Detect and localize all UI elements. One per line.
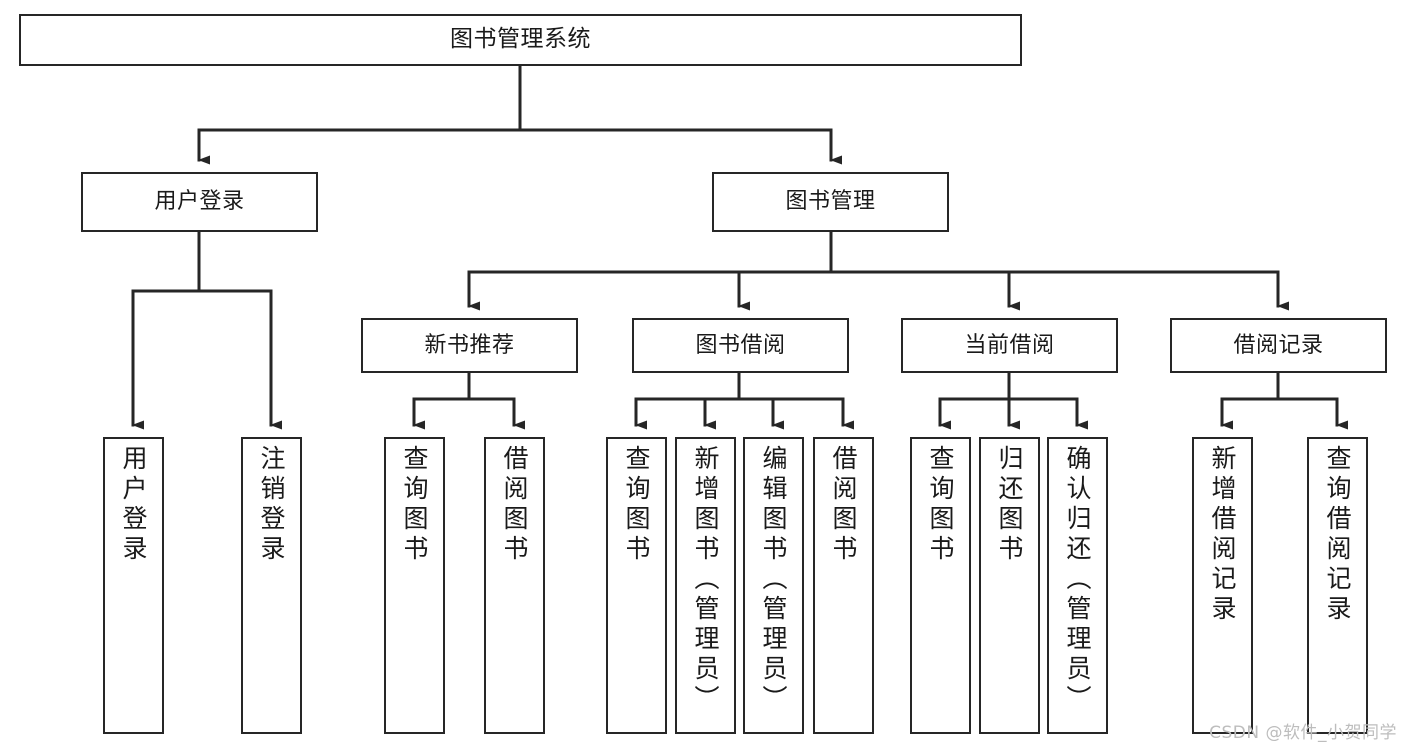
leaf-borrow-book-2[interactable]: 借阅图书	[813, 437, 874, 734]
node-label: 归还图书	[995, 445, 1024, 565]
node-label: 借阅图书	[500, 445, 529, 565]
node-root-book-management-system[interactable]: 图书管理系统	[19, 14, 1022, 66]
leaf-return-book[interactable]: 归还图书	[979, 437, 1040, 734]
node-label: 查询图书	[926, 445, 955, 565]
node-current-borrow[interactable]: 当前借阅	[901, 318, 1118, 373]
node-label: 注销登录	[257, 445, 286, 565]
leaf-borrow-book-1[interactable]: 借阅图书	[484, 437, 545, 734]
node-label: 新书推荐	[424, 332, 515, 358]
leaf-query-book-2[interactable]: 查询图书	[606, 437, 667, 734]
node-label: 确认归还（管理员）	[1063, 445, 1092, 715]
node-user-login[interactable]: 用户登录	[81, 172, 318, 232]
leaf-user-login[interactable]: 用户登录	[103, 437, 164, 734]
node-label: 新增图书（管理员）	[691, 445, 720, 715]
leaf-confirm-return[interactable]: 确认归还（管理员）	[1047, 437, 1108, 734]
node-label: 查询图书	[400, 445, 429, 565]
node-book-borrow[interactable]: 图书借阅	[632, 318, 849, 373]
node-label: 用户登录	[119, 445, 148, 565]
node-borrow-record[interactable]: 借阅记录	[1170, 318, 1387, 373]
leaf-query-record[interactable]: 查询借阅记录	[1307, 437, 1368, 734]
leaf-logout[interactable]: 注销登录	[241, 437, 302, 734]
watermark: CSDN @软件_小贺同学	[1209, 723, 1397, 743]
leaf-edit-book[interactable]: 编辑图书（管理员）	[743, 437, 804, 734]
node-label: 图书管理系统	[450, 26, 591, 53]
node-label: 借阅图书	[829, 445, 858, 565]
node-label: 新增借阅记录	[1208, 445, 1237, 625]
node-label: 编辑图书（管理员）	[759, 445, 788, 715]
node-new-book-recommend[interactable]: 新书推荐	[361, 318, 578, 373]
node-label: 图书借阅	[695, 332, 786, 358]
node-label: 查询图书	[622, 445, 651, 565]
node-label: 查询借阅记录	[1323, 445, 1352, 625]
leaf-add-record[interactable]: 新增借阅记录	[1192, 437, 1253, 734]
leaf-add-book[interactable]: 新增图书（管理员）	[675, 437, 736, 734]
node-label: 用户登录	[154, 189, 245, 215]
node-label: 借阅记录	[1233, 332, 1324, 358]
leaf-query-book-1[interactable]: 查询图书	[384, 437, 445, 734]
node-label: 当前借阅	[964, 332, 1055, 358]
leaf-query-book-3[interactable]: 查询图书	[910, 437, 971, 734]
node-book-manage[interactable]: 图书管理	[712, 172, 949, 232]
node-label: 图书管理	[785, 189, 876, 215]
